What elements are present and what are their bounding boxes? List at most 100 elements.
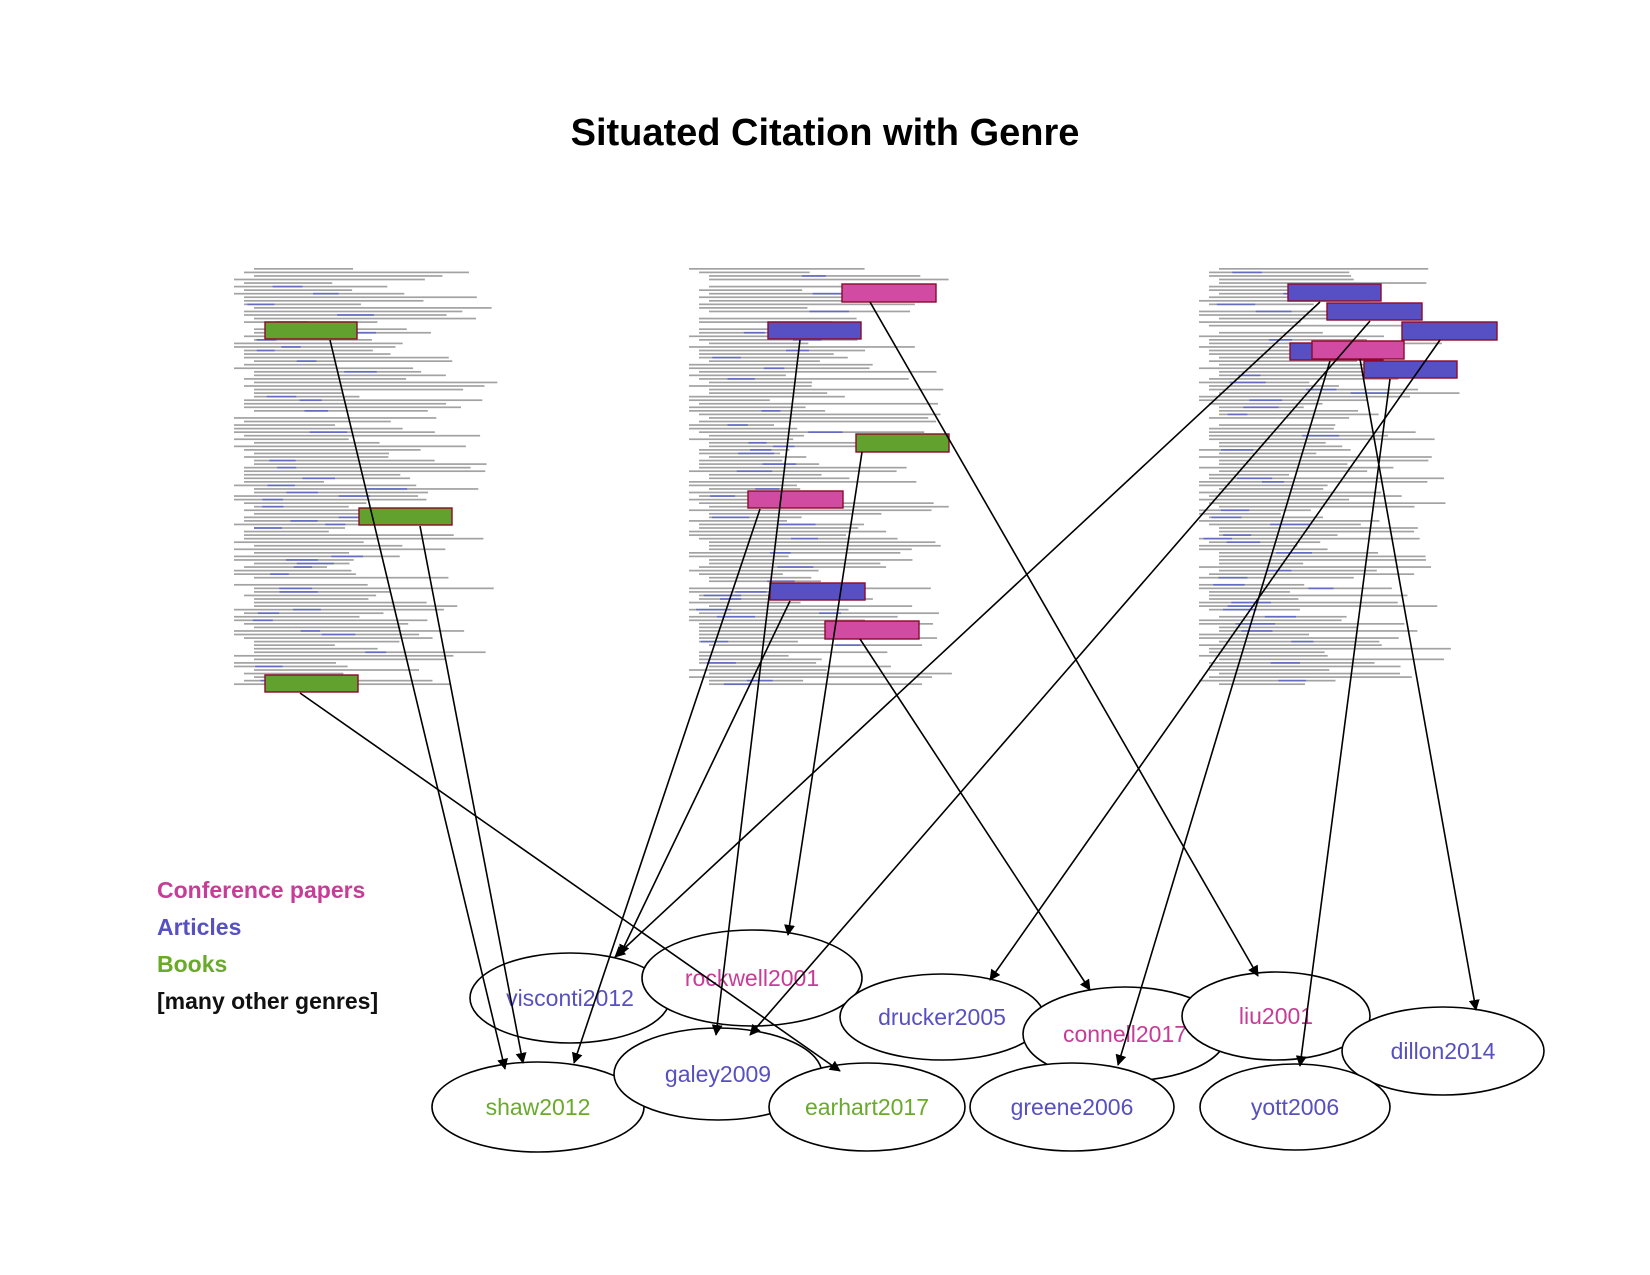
doc-tag-line [711, 516, 750, 519]
arrow-doc-middle-to-shaw2012 [571, 508, 761, 1064]
doc-text-line [1199, 498, 1350, 501]
doc-tag-line [1275, 552, 1313, 554]
doc-tag-line [1278, 679, 1306, 682]
doc-text-line [1199, 335, 1384, 338]
doc-text-line [254, 587, 494, 590]
doc-tag-line [302, 477, 335, 480]
doc-text-line [1209, 676, 1412, 678]
doc-tag-line [770, 552, 791, 554]
doc-text-line [1199, 637, 1399, 639]
doc-text-line [699, 413, 941, 416]
doc-tag-line [819, 612, 842, 615]
doc-tag-line [331, 555, 363, 558]
doc-text-line [699, 449, 790, 451]
doc-text-line [709, 683, 923, 686]
doc-tag-line [256, 339, 277, 341]
arrow-doc-middle-to-liu2001 [869, 301, 1259, 977]
doc-text-line [709, 516, 802, 519]
doc-text-line [244, 356, 449, 359]
doc-text-line [254, 626, 401, 629]
doc-text-line [699, 356, 848, 359]
doc-text-line [234, 569, 352, 572]
doc-text-line [699, 633, 917, 636]
doc-tag-line [707, 662, 736, 664]
doc-tag-line [1235, 623, 1276, 625]
doc-text-line [1199, 633, 1310, 636]
doc-tag-line [1232, 271, 1262, 274]
doc-tag-line [367, 488, 408, 490]
doc-text-line [699, 303, 915, 306]
doc-text-line [1219, 562, 1304, 565]
node-ellipse [1181, 971, 1371, 1061]
doc-text-line [1209, 651, 1325, 654]
doc-text-line [244, 303, 361, 306]
doc-text-line [1219, 527, 1418, 529]
doc-text-line [234, 424, 335, 426]
doc-text-line [234, 445, 466, 448]
doc-tag-line [281, 346, 301, 348]
doc-tag-line [703, 594, 742, 597]
doc-text-line [1199, 509, 1311, 512]
doc-tag-line [1218, 576, 1248, 579]
highlight-conference-to-connell2017 [824, 620, 920, 640]
doc-text-line [1219, 488, 1324, 490]
node-rockwell2001: rockwell2001 [641, 929, 863, 1027]
doc-text-line [244, 449, 421, 451]
doc-text-line [234, 427, 403, 430]
doc-tag-line [272, 285, 303, 288]
doc-text-line [1209, 502, 1446, 504]
node-galey2009: galey2009 [613, 1027, 823, 1121]
doc-tag-line [716, 615, 755, 618]
doc-text-line [254, 658, 446, 661]
doc-text-line [1219, 452, 1317, 455]
doc-text-line [234, 438, 349, 441]
arrow-doc-right-to-galey2009 [749, 320, 1371, 1036]
doc-text-line [254, 441, 380, 444]
doc-text-line [689, 608, 849, 611]
doc-text-line [1199, 299, 1370, 302]
doc-text-line [1209, 434, 1388, 437]
doc-text-line [1199, 566, 1432, 568]
doc-tag-line [801, 275, 826, 277]
doc-text-line [1209, 431, 1416, 433]
doc-text-line [1209, 324, 1421, 327]
doc-tag-line [1221, 449, 1254, 451]
arrow-doc-left-to-shaw2012 [419, 525, 527, 1064]
doc-text-line [699, 296, 873, 299]
doc-text-line [1199, 587, 1392, 590]
doc-text-line [1199, 512, 1281, 515]
doc-text-line [1219, 630, 1418, 632]
doc-text-line [689, 509, 932, 512]
doc-text-line [709, 473, 822, 476]
doc-text-line [709, 644, 923, 646]
doc-text-line [1219, 463, 1348, 465]
doc-tag-line [809, 310, 849, 313]
node-ellipse [1199, 1063, 1391, 1151]
doc-text-line [244, 420, 391, 423]
doc-text-line [1199, 654, 1328, 657]
doc-text-line [709, 381, 813, 384]
doc-text-line [699, 339, 858, 341]
doc-tag-line [254, 527, 282, 529]
doc-text-line [254, 669, 420, 671]
doc-text-line [689, 427, 798, 430]
doc-text-line [709, 541, 936, 544]
doc-tag-line [286, 491, 318, 494]
highlight-book-to-earhart2017 [264, 674, 359, 693]
doc-text-line [254, 601, 427, 604]
doc-text-line [244, 353, 391, 355]
highlight-conference-to-dillon2014 [1311, 340, 1405, 360]
doc-text-line [1199, 456, 1432, 458]
doc-text-line [699, 612, 939, 615]
doc-tag-line [1302, 434, 1340, 437]
node-label: drucker2005 [878, 1004, 1006, 1030]
doc-tag-line [727, 424, 748, 426]
doc-text-line [1209, 438, 1435, 441]
doc-text-line [709, 576, 812, 579]
doc-text-line [254, 268, 354, 270]
doc-tag-line [1264, 615, 1297, 618]
doc-tag-line [1308, 587, 1334, 590]
doc-text-line [709, 580, 821, 583]
doc-text-line [234, 278, 425, 281]
doc-tag-line [1227, 413, 1248, 416]
